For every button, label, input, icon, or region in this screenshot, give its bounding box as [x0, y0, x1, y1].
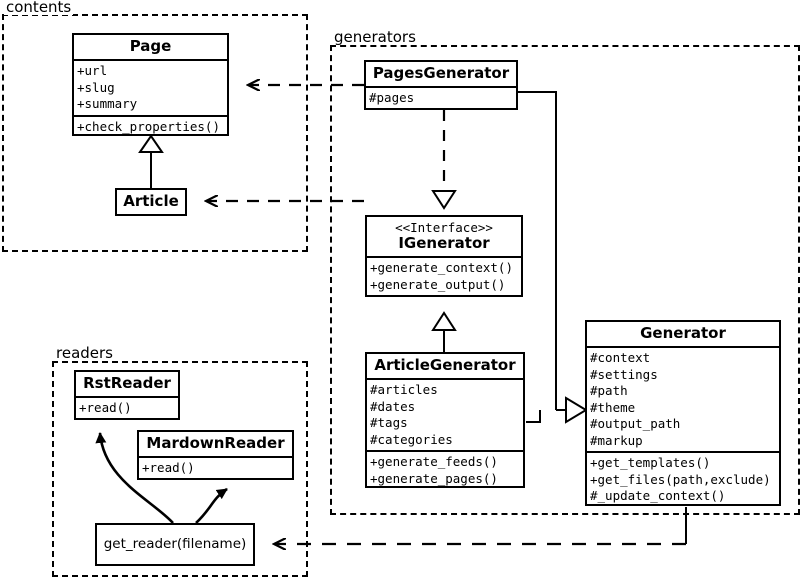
class-page[interactable]: Page +url +slug +summary +check_properti… — [72, 33, 229, 136]
class-rstreader-title: RstReader — [76, 372, 178, 398]
function-get-reader[interactable]: get_reader(filename) — [95, 523, 255, 566]
package-contents — [2, 14, 308, 252]
attribute: #output_path — [590, 416, 681, 431]
attribute: #pages — [369, 90, 415, 105]
attribute: #dates — [370, 398, 416, 414]
attribute: #path — [590, 383, 628, 398]
class-generator-attributes: #context #settings #path #theme #output_… — [587, 348, 779, 453]
operation: +generate_feeds() — [370, 454, 498, 469]
operation: +generate_pages() — [370, 470, 498, 486]
class-pagesgenerator-title: PagesGenerator — [366, 62, 516, 88]
attribute: #articles — [370, 382, 438, 397]
class-generator[interactable]: Generator #context #settings #path #them… — [585, 320, 781, 506]
class-pagesgenerator[interactable]: PagesGenerator #pages — [364, 60, 518, 110]
class-articlegenerator-title: ArticleGenerator — [367, 354, 523, 380]
class-article-title: Article — [123, 192, 179, 210]
operation: +get_files(path,exclude) — [590, 471, 771, 487]
class-igenerator-operations: +generate_context() +generate_output() — [367, 258, 521, 295]
class-igenerator[interactable]: <<Interface>> IGenerator +generate_conte… — [365, 215, 523, 297]
class-mardownreader[interactable]: MardownReader +read() — [137, 430, 294, 480]
rel-getreader-to-rstreader — [95, 432, 174, 524]
operation: #_update_context() — [590, 488, 726, 503]
class-article[interactable]: Article — [115, 188, 187, 216]
attribute: +slug — [77, 79, 115, 95]
package-readers-label: readers — [54, 344, 115, 362]
class-rstreader-operations: +read() — [76, 398, 178, 419]
rel-getreader-to-mardownreader — [195, 487, 228, 524]
class-articlegenerator-operations: +generate_feeds() +generate_pages() — [367, 452, 523, 489]
attribute: #markup — [590, 432, 643, 448]
attribute: #categories — [370, 431, 453, 447]
class-igenerator-header: <<Interface>> IGenerator — [367, 217, 521, 258]
rel-generators-to-generator — [518, 91, 588, 424]
class-rstreader[interactable]: RstReader +read() — [74, 370, 180, 420]
attribute: +summary — [77, 96, 138, 111]
class-articlegenerator[interactable]: ArticleGenerator #articles #dates #tags … — [365, 352, 525, 488]
package-readers-border — [52, 361, 308, 577]
class-generator-title: Generator — [587, 322, 779, 348]
package-generators-label: generators — [332, 28, 418, 46]
rel-article-to-page — [138, 134, 164, 188]
class-page-attributes: +url +slug +summary — [74, 61, 227, 117]
attribute: #tags — [370, 415, 408, 430]
attribute: #settings — [590, 366, 658, 382]
class-articlegenerator-attributes: #articles #dates #tags #categories — [367, 380, 523, 452]
operation: +generate_context() — [370, 260, 513, 275]
package-generators-border — [330, 45, 800, 515]
attribute: +url — [77, 63, 108, 78]
class-page-operations: +check_properties() — [74, 117, 227, 138]
operation: +get_templates() — [590, 455, 711, 470]
class-igenerator-stereotype: <<Interface>> — [395, 220, 493, 235]
package-readers — [52, 361, 308, 577]
attribute: #theme — [590, 399, 636, 415]
class-generator-operations: +get_templates() +get_files(path,exclude… — [587, 453, 779, 507]
operation: +read() — [142, 460, 195, 475]
class-pagesgenerator-attributes: #pages — [366, 88, 516, 109]
class-mardownreader-title: MardownReader — [139, 432, 292, 458]
rel-articlegenerator-to-igenerator — [431, 311, 457, 355]
operation: +check_properties() — [77, 118, 220, 134]
attribute: #context — [590, 350, 651, 365]
operation: +read() — [79, 400, 132, 415]
class-igenerator-title: IGenerator — [398, 234, 490, 252]
rel-generator-to-getreader — [274, 507, 687, 544]
function-get-reader-label: get_reader(filename) — [103, 536, 247, 552]
rel-pagesgenerator-to-igenerator — [431, 110, 457, 210]
class-mardownreader-operations: +read() — [139, 458, 292, 479]
class-page-title: Page — [74, 35, 227, 61]
package-contents-border — [2, 14, 308, 252]
package-generators — [330, 45, 800, 515]
package-contents-label: contents — [4, 0, 74, 16]
operation: +generate_output() — [370, 276, 506, 292]
